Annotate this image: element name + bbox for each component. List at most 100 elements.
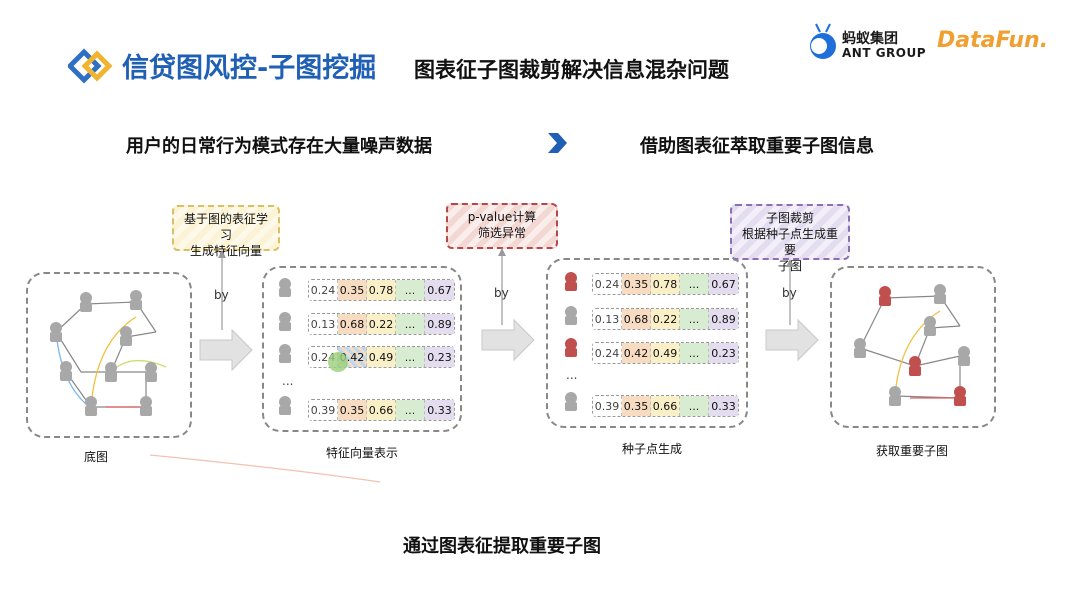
graph-node xyxy=(279,312,291,331)
vector-cell: 0.39 xyxy=(593,396,622,416)
vector-cell: 0.35 xyxy=(622,396,651,416)
graph-node xyxy=(50,322,62,342)
vector-cell: 0.67 xyxy=(425,280,454,300)
callout-representation-learning: 基于图的表征学习 生成特征向量 xyxy=(172,205,280,258)
vector-cell: 0.78 xyxy=(367,280,396,300)
graph-node xyxy=(565,392,577,411)
caption-feature-vectors: 特征向量表示 xyxy=(326,446,399,460)
seed-nodes-p3 xyxy=(565,272,577,411)
vector-row: 0.13 0.68 0.22 ... 0.89 xyxy=(592,308,739,330)
graph-node xyxy=(854,338,866,358)
graph-node xyxy=(145,362,157,382)
callout-line: 子图裁剪 xyxy=(765,211,814,225)
vector-cell: 0.35 xyxy=(338,400,367,420)
panel-important-subgraph xyxy=(830,266,996,428)
vector-nodes-p2 xyxy=(279,278,291,415)
graph-node xyxy=(924,316,936,336)
vector-cell: 0.89 xyxy=(425,314,454,334)
ellipsis-p3: ... xyxy=(566,368,578,382)
graph-node xyxy=(60,361,72,381)
decor-curve xyxy=(149,454,381,483)
graph-node xyxy=(279,278,291,297)
vector-cell: 0.67 xyxy=(709,274,738,294)
vector-cell: ... xyxy=(680,396,709,416)
by-label-3: by xyxy=(782,286,797,300)
panel-base-graph xyxy=(26,272,192,438)
vector-cell: 0.33 xyxy=(425,400,454,420)
callout-line: 根据种子点生成重要 xyxy=(741,227,838,257)
diamond-logo-icon xyxy=(68,48,113,84)
highlight-circle-icon xyxy=(328,352,348,372)
vector-cell: 0.24 xyxy=(593,274,622,294)
vector-row: 0.24 0.42 0.49 ... 0.23 xyxy=(592,342,739,364)
vector-cell: 0.68 xyxy=(622,309,651,329)
vector-row: 0.24 0.35 0.78 ... 0.67 xyxy=(592,273,739,295)
page-title: 信贷图风控-子图挖掘 xyxy=(122,53,377,84)
graph-node xyxy=(140,396,152,416)
caption-base-graph: 底图 xyxy=(84,450,109,464)
flow-arrow-2 xyxy=(481,318,535,362)
callout-line: 基于图的表征学习 xyxy=(183,212,268,242)
seed-node xyxy=(909,356,921,376)
vector-cell: 0.23 xyxy=(709,343,738,363)
by-label-2: by xyxy=(494,286,509,300)
page-subtitle: 图表征子图裁剪解决信息混杂问题 xyxy=(414,58,729,82)
vector-cell: 0.68 xyxy=(338,314,367,334)
vector-row: 0.39 0.35 0.66 ... 0.33 xyxy=(308,399,455,421)
vector-cell: ... xyxy=(680,343,709,363)
ant-logo-en-text: ANT GROUP xyxy=(842,46,927,60)
seed-node xyxy=(565,272,577,291)
vector-cell: ... xyxy=(680,309,709,329)
chevron-right-icon xyxy=(548,133,567,153)
vector-cell: ... xyxy=(680,274,709,294)
panel-seed-generation xyxy=(546,258,748,428)
vector-cell: 0.35 xyxy=(622,274,651,294)
vector-cell: 0.78 xyxy=(651,274,680,294)
vector-cell: 0.24 xyxy=(309,280,338,300)
vector-cell: 0.23 xyxy=(425,347,454,367)
headline-right: 借助图表征萃取重要子图信息 xyxy=(640,136,874,157)
graph-node-group xyxy=(50,290,157,416)
vector-cell: 0.66 xyxy=(367,400,396,420)
graph-node xyxy=(120,326,132,346)
vector-cell: ... xyxy=(396,280,425,300)
graph-node xyxy=(279,344,291,363)
base-graph-diagram xyxy=(50,290,167,416)
vector-cell: ... xyxy=(396,314,425,334)
vector-cell: ... xyxy=(396,347,425,367)
seed-node xyxy=(954,386,966,406)
callout-line: 筛选异常 xyxy=(477,226,526,240)
vector-cell: 0.35 xyxy=(338,280,367,300)
connector-arrowhead-1 xyxy=(218,250,226,258)
graph-node xyxy=(934,284,946,304)
ellipsis-p2: ... xyxy=(282,374,294,388)
graph-node xyxy=(279,396,291,415)
graph-node xyxy=(130,290,142,310)
graph-node xyxy=(889,386,901,406)
panel-feature-vectors xyxy=(262,266,462,432)
graph-node xyxy=(958,346,970,366)
vector-row: 0.24 0.35 0.78 ... 0.67 xyxy=(308,279,455,301)
graph-node xyxy=(85,396,97,416)
vector-cell: 0.66 xyxy=(651,396,680,416)
seed-node xyxy=(879,286,891,306)
graph-node xyxy=(105,362,117,382)
graph-node xyxy=(80,292,92,312)
vector-cell: 0.49 xyxy=(651,343,680,363)
vector-cell: 0.39 xyxy=(309,400,338,420)
caption-seed-generation: 种子点生成 xyxy=(622,442,683,456)
vector-cell: ... xyxy=(396,400,425,420)
caption-important-subgraph: 获取重要子图 xyxy=(876,444,949,458)
subgraph-diagram xyxy=(854,284,970,406)
vector-cell: 0.49 xyxy=(367,347,396,367)
vector-cell: 0.22 xyxy=(651,309,680,329)
ant-group-logo: 蚂蚁集团 ANT GROUP xyxy=(808,22,928,66)
vector-cell: 0.13 xyxy=(593,309,622,329)
bottom-summary: 通过图表征提取重要子图 xyxy=(403,536,601,557)
ant-logo-cn-text: 蚂蚁集团 xyxy=(842,31,898,47)
vector-cell: 0.22 xyxy=(367,314,396,334)
callout-subgraph-crop: 子图裁剪 根据种子点生成重要 子图 xyxy=(730,204,850,273)
callout-line: p-value计算 xyxy=(467,210,537,224)
vector-cell: 0.24 xyxy=(593,343,622,363)
